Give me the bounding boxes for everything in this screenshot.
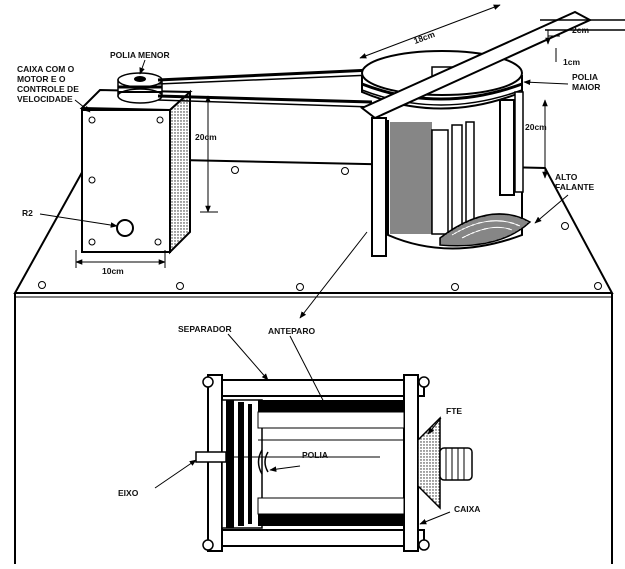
label-alto-falante-1: ALTO bbox=[555, 172, 578, 182]
dimension-lines bbox=[75, 4, 560, 268]
label-polia-maior-2: MAIOR bbox=[572, 82, 600, 92]
label-anteparo: ANTEPARO bbox=[268, 326, 315, 336]
label-alto-falante-2: FALANTE bbox=[555, 182, 595, 192]
dim-18cm: 18cm bbox=[412, 29, 436, 46]
support-bracket bbox=[360, 10, 625, 257]
small-pulley bbox=[117, 72, 163, 104]
leader-arrows-top bbox=[39, 59, 569, 228]
dim-1cm: 1cm bbox=[563, 57, 580, 67]
r2-knob bbox=[116, 219, 134, 237]
rotating-drum bbox=[387, 120, 532, 250]
label-r2: R2 bbox=[22, 208, 33, 218]
dim-20cm-left: 20cm bbox=[195, 132, 217, 142]
label-caixa-bottom: CAIXA bbox=[454, 504, 480, 514]
label-caixa-3: CONTROLE DE bbox=[17, 84, 79, 94]
label-polia-maior-1: POLIA bbox=[572, 72, 598, 82]
label-polia: POLIA bbox=[302, 450, 328, 460]
motor-box bbox=[79, 88, 193, 255]
label-separador: SEPARADOR bbox=[178, 324, 232, 334]
label-caixa-4: VELOCIDADE bbox=[17, 94, 73, 104]
drive-belts bbox=[157, 68, 373, 108]
cross-section bbox=[195, 374, 473, 552]
dim-2cm: 2cm bbox=[572, 25, 589, 35]
leader-arrows-bottom bbox=[154, 231, 451, 525]
label-polia-menor: POLIA MENOR bbox=[110, 50, 170, 60]
label-caixa-1: CAIXA COM O bbox=[17, 64, 75, 74]
dim-10cm: 10cm bbox=[102, 266, 124, 276]
label-eixo: EIXO bbox=[118, 488, 139, 498]
dim-20cm-right: 20cm bbox=[525, 122, 547, 132]
label-fte: FTE bbox=[446, 406, 462, 416]
label-caixa-2: MOTOR E O bbox=[17, 74, 66, 84]
